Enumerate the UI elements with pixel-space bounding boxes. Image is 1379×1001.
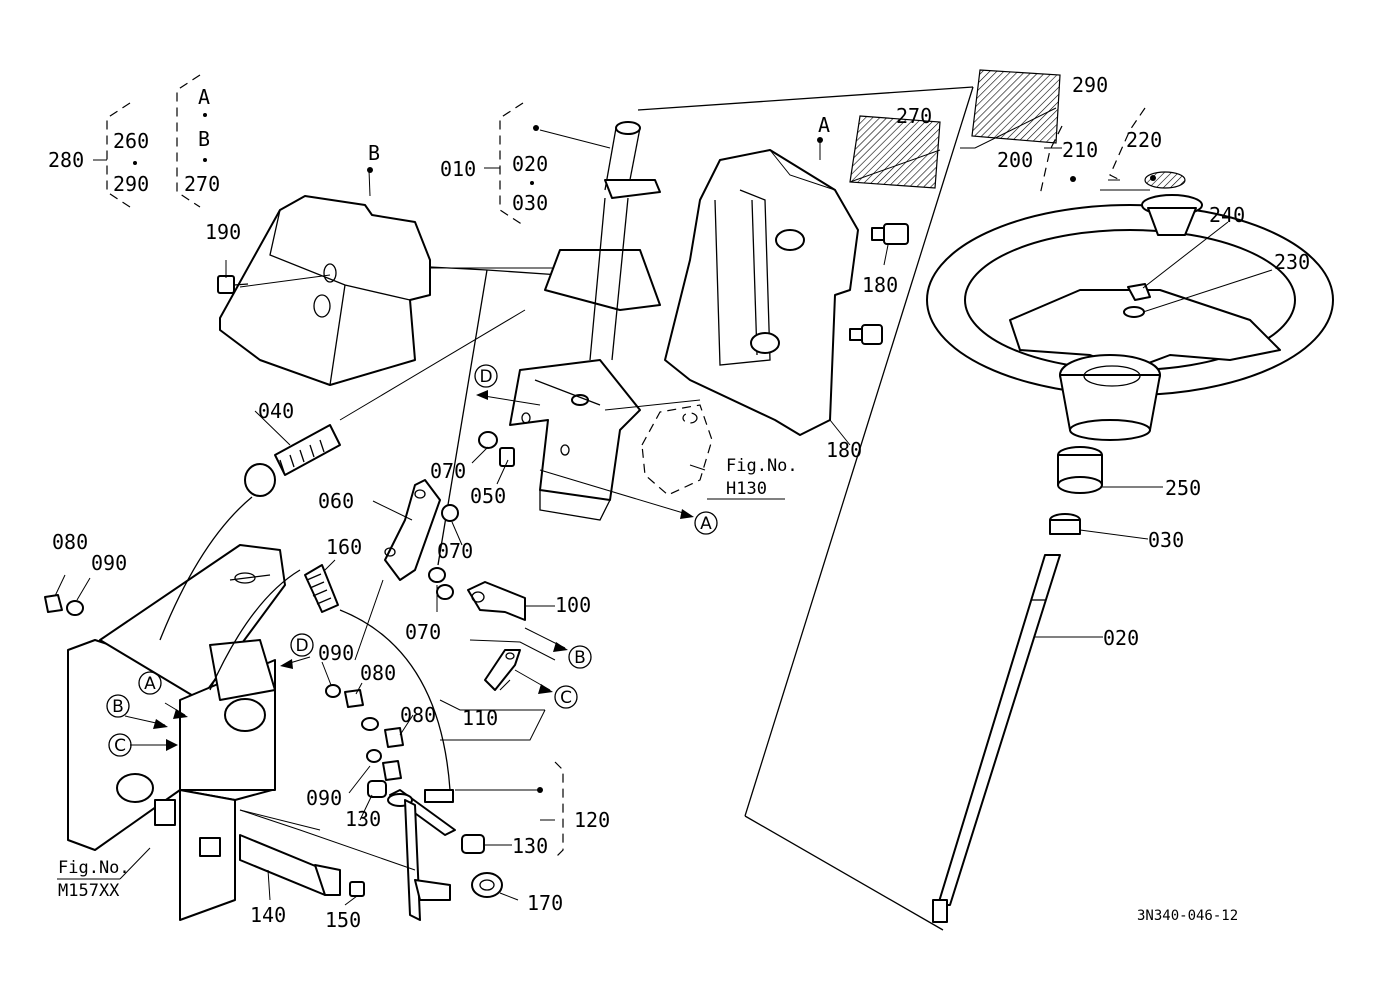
cover-a-part — [664, 149, 859, 436]
arrows — [124, 390, 694, 751]
label-030-group: 030 — [512, 191, 548, 215]
washers-nuts — [44, 431, 515, 781]
leader-lines — [54, 129, 1273, 906]
label-260: 260 — [113, 129, 149, 153]
label-280: 280 — [48, 148, 84, 172]
callout-d-left-text: D — [295, 636, 308, 656]
label-080a: 080 — [52, 530, 88, 554]
fig-ref-h130-code: H130 — [726, 479, 767, 499]
label-240: 240 — [1209, 203, 1245, 227]
seal-170 — [471, 872, 503, 898]
label-110: 110 — [462, 706, 498, 730]
label-120: 120 — [574, 808, 610, 832]
label-plate-290 — [971, 69, 1061, 144]
washer-230 — [1123, 306, 1145, 318]
label-080c: 080 — [400, 703, 436, 727]
label-020-group: 020 — [512, 152, 548, 176]
reference-dots — [133, 113, 1156, 793]
diagram-code: 3N340-046-12 — [1137, 908, 1238, 924]
label-040: 040 — [258, 399, 294, 423]
callout-c-left: C — [108, 733, 132, 757]
label-070c: 070 — [405, 620, 441, 644]
label-160: 160 — [326, 535, 362, 559]
label-090a: 090 — [91, 551, 127, 575]
callout-c-left-text: C — [114, 736, 126, 756]
label-070a: 070 — [430, 459, 466, 483]
fig-ref-m157-prefix: Fig.No. — [58, 858, 130, 878]
callout-b-left-text: B — [112, 697, 124, 717]
label-140: 140 — [250, 903, 286, 927]
label-060: 060 — [318, 489, 354, 513]
assembly-outline — [429, 86, 974, 931]
label-a-cover: A — [818, 113, 830, 137]
label-270-group: 270 — [184, 172, 220, 196]
callout-a-left-text: A — [144, 674, 156, 694]
label-180-lower: 180 — [826, 438, 862, 462]
label-290: 290 — [1072, 73, 1108, 97]
cover-b-part — [219, 195, 560, 386]
spring-040 — [159, 309, 526, 641]
label-plate-270 — [849, 115, 941, 189]
bushing-250 — [1057, 446, 1103, 494]
bushing-130b — [461, 834, 485, 854]
callout-b-left: B — [106, 694, 130, 718]
link-110 — [484, 649, 521, 691]
callout-b-text: B — [574, 648, 586, 668]
label-150: 150 — [325, 908, 361, 932]
label-090b: 090 — [318, 641, 354, 665]
label-030: 030 — [1148, 528, 1184, 552]
label-230: 230 — [1274, 250, 1310, 274]
label-190: 190 — [205, 220, 241, 244]
steering-wheel-part — [926, 204, 1334, 441]
label-b-cover: B — [368, 141, 380, 165]
nut-240 — [1127, 283, 1151, 301]
bushing-030 — [1049, 513, 1081, 535]
fig-ref-m157-code: M157XX — [58, 881, 120, 901]
label-250: 250 — [1165, 476, 1201, 500]
callout-d-text: D — [479, 367, 492, 387]
link-060 — [384, 479, 441, 581]
callout-a-left: A — [138, 671, 162, 695]
link-100 — [467, 581, 526, 621]
pin-140 — [239, 834, 341, 896]
steering-shaft-020 — [932, 554, 1061, 923]
fig-ref-h130-prefix: Fig.No. — [726, 456, 798, 476]
bolt-180-upper — [871, 223, 909, 245]
group-brackets — [93, 74, 1146, 859]
callout-d-top: D — [474, 364, 498, 388]
pedal-arm-120 — [387, 789, 456, 921]
label-180-upper: 180 — [862, 273, 898, 297]
label-080b: 080 — [360, 661, 396, 685]
callout-b-right: B — [568, 645, 592, 669]
label-100: 100 — [555, 593, 591, 617]
label-130a: 130 — [345, 807, 381, 831]
steering-column-part — [509, 121, 661, 521]
label-070b: 070 — [437, 539, 473, 563]
label-270: 270 — [896, 104, 932, 128]
label-050: 050 — [470, 484, 506, 508]
bushing-130a — [367, 780, 387, 798]
spring-160 — [209, 564, 451, 791]
callout-a-text: A — [700, 514, 712, 534]
label-130b: 130 — [512, 834, 548, 858]
label-020: 020 — [1103, 626, 1139, 650]
label-170: 170 — [527, 891, 563, 915]
label-group-b: B — [198, 127, 210, 151]
callout-d-left: D — [290, 633, 314, 657]
pedal-bracket-part — [67, 544, 286, 921]
bolt-150 — [349, 881, 365, 897]
label-090c: 090 — [306, 786, 342, 810]
bolt-180-lower — [849, 324, 883, 345]
label-group-a: A — [198, 85, 210, 109]
label-010: 010 — [440, 157, 476, 181]
label-220: 220 — [1126, 128, 1162, 152]
callout-c-right: C — [554, 685, 578, 709]
label-290-group: 290 — [113, 172, 149, 196]
fig-h130-ghost-part — [641, 404, 713, 496]
label-200: 200 — [997, 148, 1033, 172]
callout-a-right: A — [694, 511, 718, 535]
callout-c-text: C — [560, 688, 572, 708]
label-210: 210 — [1062, 138, 1098, 162]
